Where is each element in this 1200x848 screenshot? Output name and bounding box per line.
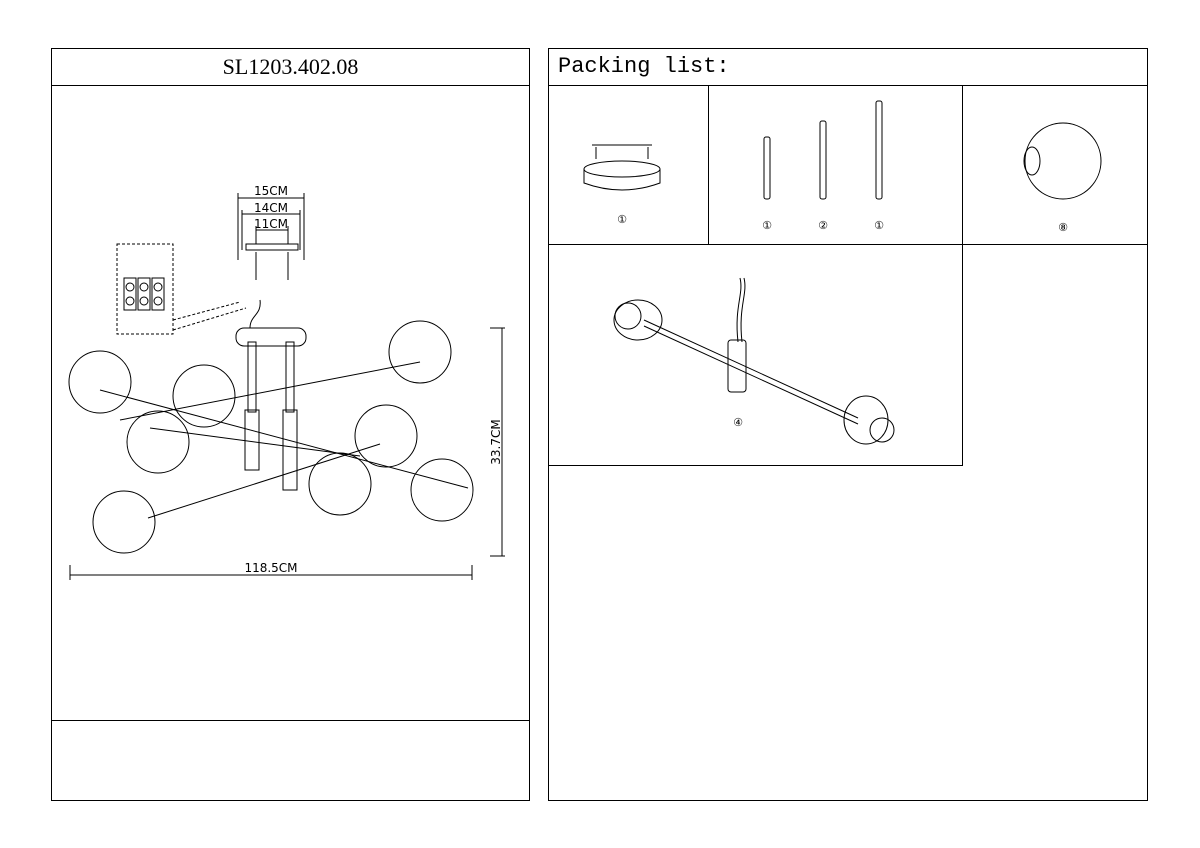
height-dim-label: 33.7CM (489, 419, 503, 464)
arm-assembly-qty: ④ (733, 416, 743, 429)
left-title-divider (51, 85, 530, 86)
parts-col-divider-2 (962, 85, 963, 465)
parts-row-divider (548, 244, 1148, 245)
packing-list-title: Packing list: (558, 54, 730, 79)
left-panel (51, 48, 530, 801)
medium-rod-qty: ② (818, 219, 828, 232)
canopy-qty: ① (617, 213, 627, 226)
short-rod-qty: ① (762, 219, 772, 232)
long-rod-qty: ① (874, 219, 884, 232)
canopy-dim-11: 11CM (254, 217, 288, 231)
arm-assembly-drawing: ④ (613, 277, 895, 445)
canopy-dim-15: 15CM (254, 184, 288, 198)
globe-qty: ⑧ (1058, 221, 1068, 234)
right-title-divider (548, 85, 1148, 86)
parts-col-divider-1 (708, 85, 709, 244)
globe-part-drawing: ⑧ (1023, 122, 1102, 234)
width-dim-label: 118.5CM (244, 561, 297, 575)
canopy-part-drawing: ① (583, 144, 661, 226)
arm-box-bottom (548, 465, 963, 466)
rods-part-drawing: ① ② ① (762, 100, 884, 232)
right-panel (548, 48, 1148, 801)
chandelier-drawing: 15CM 14CM 11CM 33.7CM 118.5CM (68, 184, 505, 580)
left-footer-divider (51, 720, 530, 721)
canopy-dim-14: 14CM (254, 201, 288, 215)
model-number: SL1203.402.08 (222, 54, 359, 79)
